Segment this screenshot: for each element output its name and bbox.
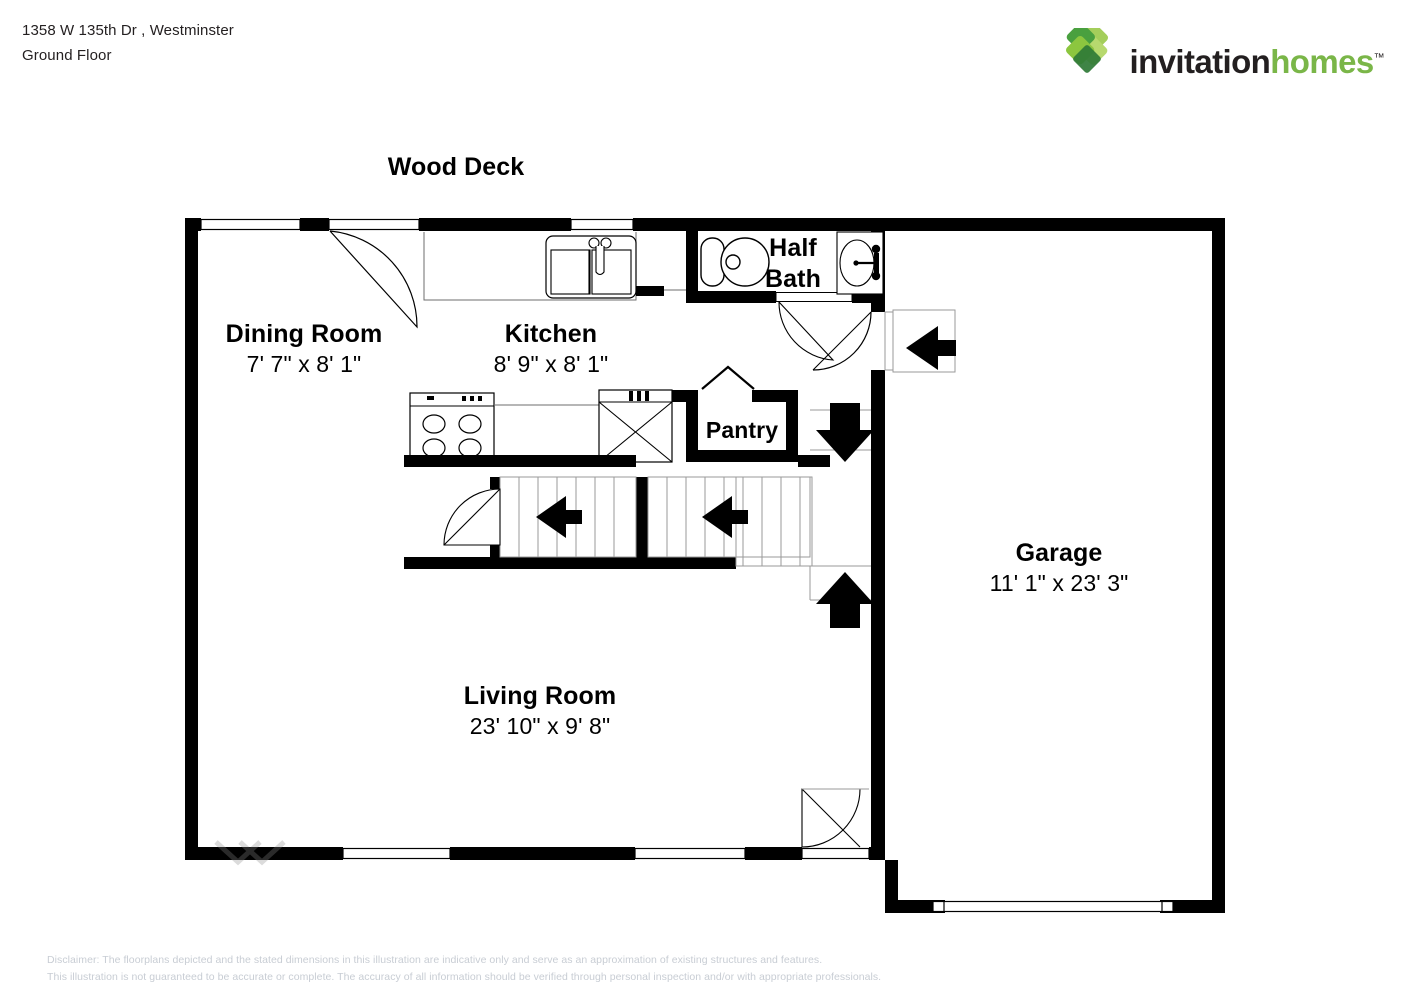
wall-bath-left bbox=[686, 225, 698, 303]
kitchen-lower-counter bbox=[494, 404, 600, 462]
room-name-half-bath-line2: Bath bbox=[765, 265, 821, 293]
garage-door-panel bbox=[932, 900, 1174, 913]
room-label-kitchen: Kitchen 8' 9" x 8' 1" bbox=[494, 319, 609, 379]
garage-entry-arrow bbox=[906, 326, 956, 370]
brand-word-homes: homes bbox=[1270, 43, 1374, 80]
page-subtitle-floor: Ground Floor bbox=[22, 47, 112, 64]
invitation-homes-diamond-logo-icon bbox=[1065, 28, 1108, 73]
garage-door bbox=[932, 900, 1174, 913]
garage-door-jamb-left bbox=[932, 900, 945, 913]
wall-pantry-bottom bbox=[686, 450, 798, 462]
disclaimer-line-2: This illustration is not guaranteed to b… bbox=[47, 971, 882, 983]
wall-bath-bottom-left bbox=[686, 291, 776, 303]
room-name-wood-deck: Wood Deck bbox=[387, 153, 525, 181]
wall-bottom-seg-b bbox=[450, 847, 635, 860]
brand-trademark-icon: ™ bbox=[1373, 52, 1385, 64]
watermark-chevrons bbox=[214, 840, 286, 866]
window-bottom-left bbox=[342, 847, 451, 860]
wall-stair-bottom-left bbox=[404, 557, 736, 569]
brand-logo: invitationhomes™ bbox=[1056, 28, 1385, 90]
wall-left-exterior bbox=[185, 218, 198, 860]
window-bottom-right bbox=[634, 847, 746, 860]
wall-garage-bottom-left bbox=[885, 900, 945, 913]
stair-run-upper bbox=[499, 476, 637, 558]
room-name-dining-room: Dining Room bbox=[225, 320, 383, 348]
wall-top-seg-c bbox=[419, 218, 571, 231]
basement-stair-arrow bbox=[816, 403, 874, 462]
wall-right-main bbox=[871, 218, 885, 860]
range-cooktop-icon bbox=[409, 392, 495, 462]
wall-stair-top-right bbox=[798, 455, 830, 467]
wall-garage-bottom-right bbox=[1160, 900, 1225, 913]
room-label-pantry: Pantry bbox=[706, 415, 778, 445]
wall-garage-left-lower bbox=[885, 860, 898, 913]
room-label-living-room: Living Room 23' 10" x 9' 8" bbox=[464, 681, 616, 741]
room-dimensions-kitchen: 8' 9" x 8' 1" bbox=[493, 351, 609, 377]
toilet-icon bbox=[700, 237, 770, 287]
disclaimer-line-1: Disclaimer: The floorplans depicted and … bbox=[47, 954, 823, 966]
stair-run-lower bbox=[647, 476, 813, 567]
garage-door-jamb-right bbox=[1161, 900, 1174, 913]
wall-top-seg-a bbox=[185, 218, 201, 231]
refrigerator-icon bbox=[598, 389, 673, 463]
window-group-top bbox=[200, 218, 634, 231]
door-opening-top-dining bbox=[328, 218, 420, 231]
room-name-pantry: Pantry bbox=[705, 417, 779, 443]
door-swing-garage-entry bbox=[812, 311, 872, 371]
wall-bottom-seg-a bbox=[185, 847, 343, 860]
wall-garage-right bbox=[1212, 218, 1225, 913]
window-top-dining bbox=[200, 218, 301, 231]
disclaimer-text: Disclaimer: The floorplans depicted and … bbox=[47, 952, 881, 986]
living-stair-arrow bbox=[816, 572, 874, 628]
door-opening-half-bath bbox=[775, 292, 853, 302]
stair-arrow-left-upper bbox=[536, 496, 582, 538]
kitchen-sink-icon bbox=[545, 235, 637, 299]
door-swing-dining-deck bbox=[329, 230, 418, 329]
room-name-half-bath-line1: Half bbox=[769, 234, 817, 262]
wall-garage-top bbox=[898, 218, 1225, 231]
wall-stair-jamb-bottom bbox=[490, 545, 500, 558]
wall-garage-top-stub bbox=[884, 218, 898, 231]
room-label-wood-deck: Wood Deck bbox=[388, 152, 525, 182]
wall-top-seg-b bbox=[300, 218, 329, 231]
page-title-address: 1358 W 135th Dr , Westminster bbox=[22, 22, 234, 39]
wall-pantry-left bbox=[686, 390, 698, 462]
door-swing-half-bath bbox=[778, 301, 835, 361]
room-name-kitchen: Kitchen bbox=[504, 320, 598, 348]
window-top-kitchen bbox=[570, 218, 634, 231]
room-name-living-room: Living Room bbox=[463, 682, 617, 710]
stair-arrow-left-lower bbox=[702, 496, 748, 538]
wall-stair-top-left bbox=[404, 455, 636, 467]
brand-wordmark: invitationhomes™ bbox=[1129, 42, 1385, 80]
half-bath-room bbox=[686, 225, 884, 361]
wall-stair-middle bbox=[636, 477, 648, 562]
pantry-closet bbox=[672, 365, 798, 462]
bathroom-sink-icon bbox=[836, 231, 884, 295]
garage-walls bbox=[884, 218, 1225, 913]
door-opening-garage-entry bbox=[871, 312, 885, 370]
pantry-bifold-door bbox=[701, 365, 755, 390]
stairs-group bbox=[404, 455, 830, 569]
house-walls bbox=[185, 218, 885, 860]
wall-bottom-seg-c bbox=[745, 847, 802, 860]
brand-word-invitation: invitation bbox=[1129, 43, 1271, 80]
room-label-garage: Garage 11' 1" x 23' 3" bbox=[990, 538, 1129, 598]
wall-pantry-right bbox=[786, 390, 798, 462]
room-dimensions-dining-room: 7' 7" x 8' 1" bbox=[246, 351, 362, 377]
counter-stub-black bbox=[636, 286, 664, 296]
room-label-half-bath: Half Bath bbox=[765, 233, 821, 295]
room-dimensions-living-room: 23' 10" x 9' 8" bbox=[469, 713, 611, 739]
room-name-garage: Garage bbox=[1015, 539, 1103, 567]
window-group-bottom bbox=[342, 847, 870, 860]
wall-bottom-seg-d bbox=[869, 847, 885, 860]
wall-top-seg-e bbox=[690, 218, 884, 231]
room-dimensions-garage: 11' 1" x 23' 3" bbox=[989, 570, 1129, 596]
door-opening-bottom-living bbox=[801, 847, 870, 860]
wall-top-seg-d bbox=[633, 218, 690, 231]
garage-entry bbox=[812, 309, 956, 373]
wall-stair-jamb-top bbox=[490, 477, 500, 489]
room-label-dining-room: Dining Room 7' 7" x 8' 1" bbox=[226, 319, 383, 379]
